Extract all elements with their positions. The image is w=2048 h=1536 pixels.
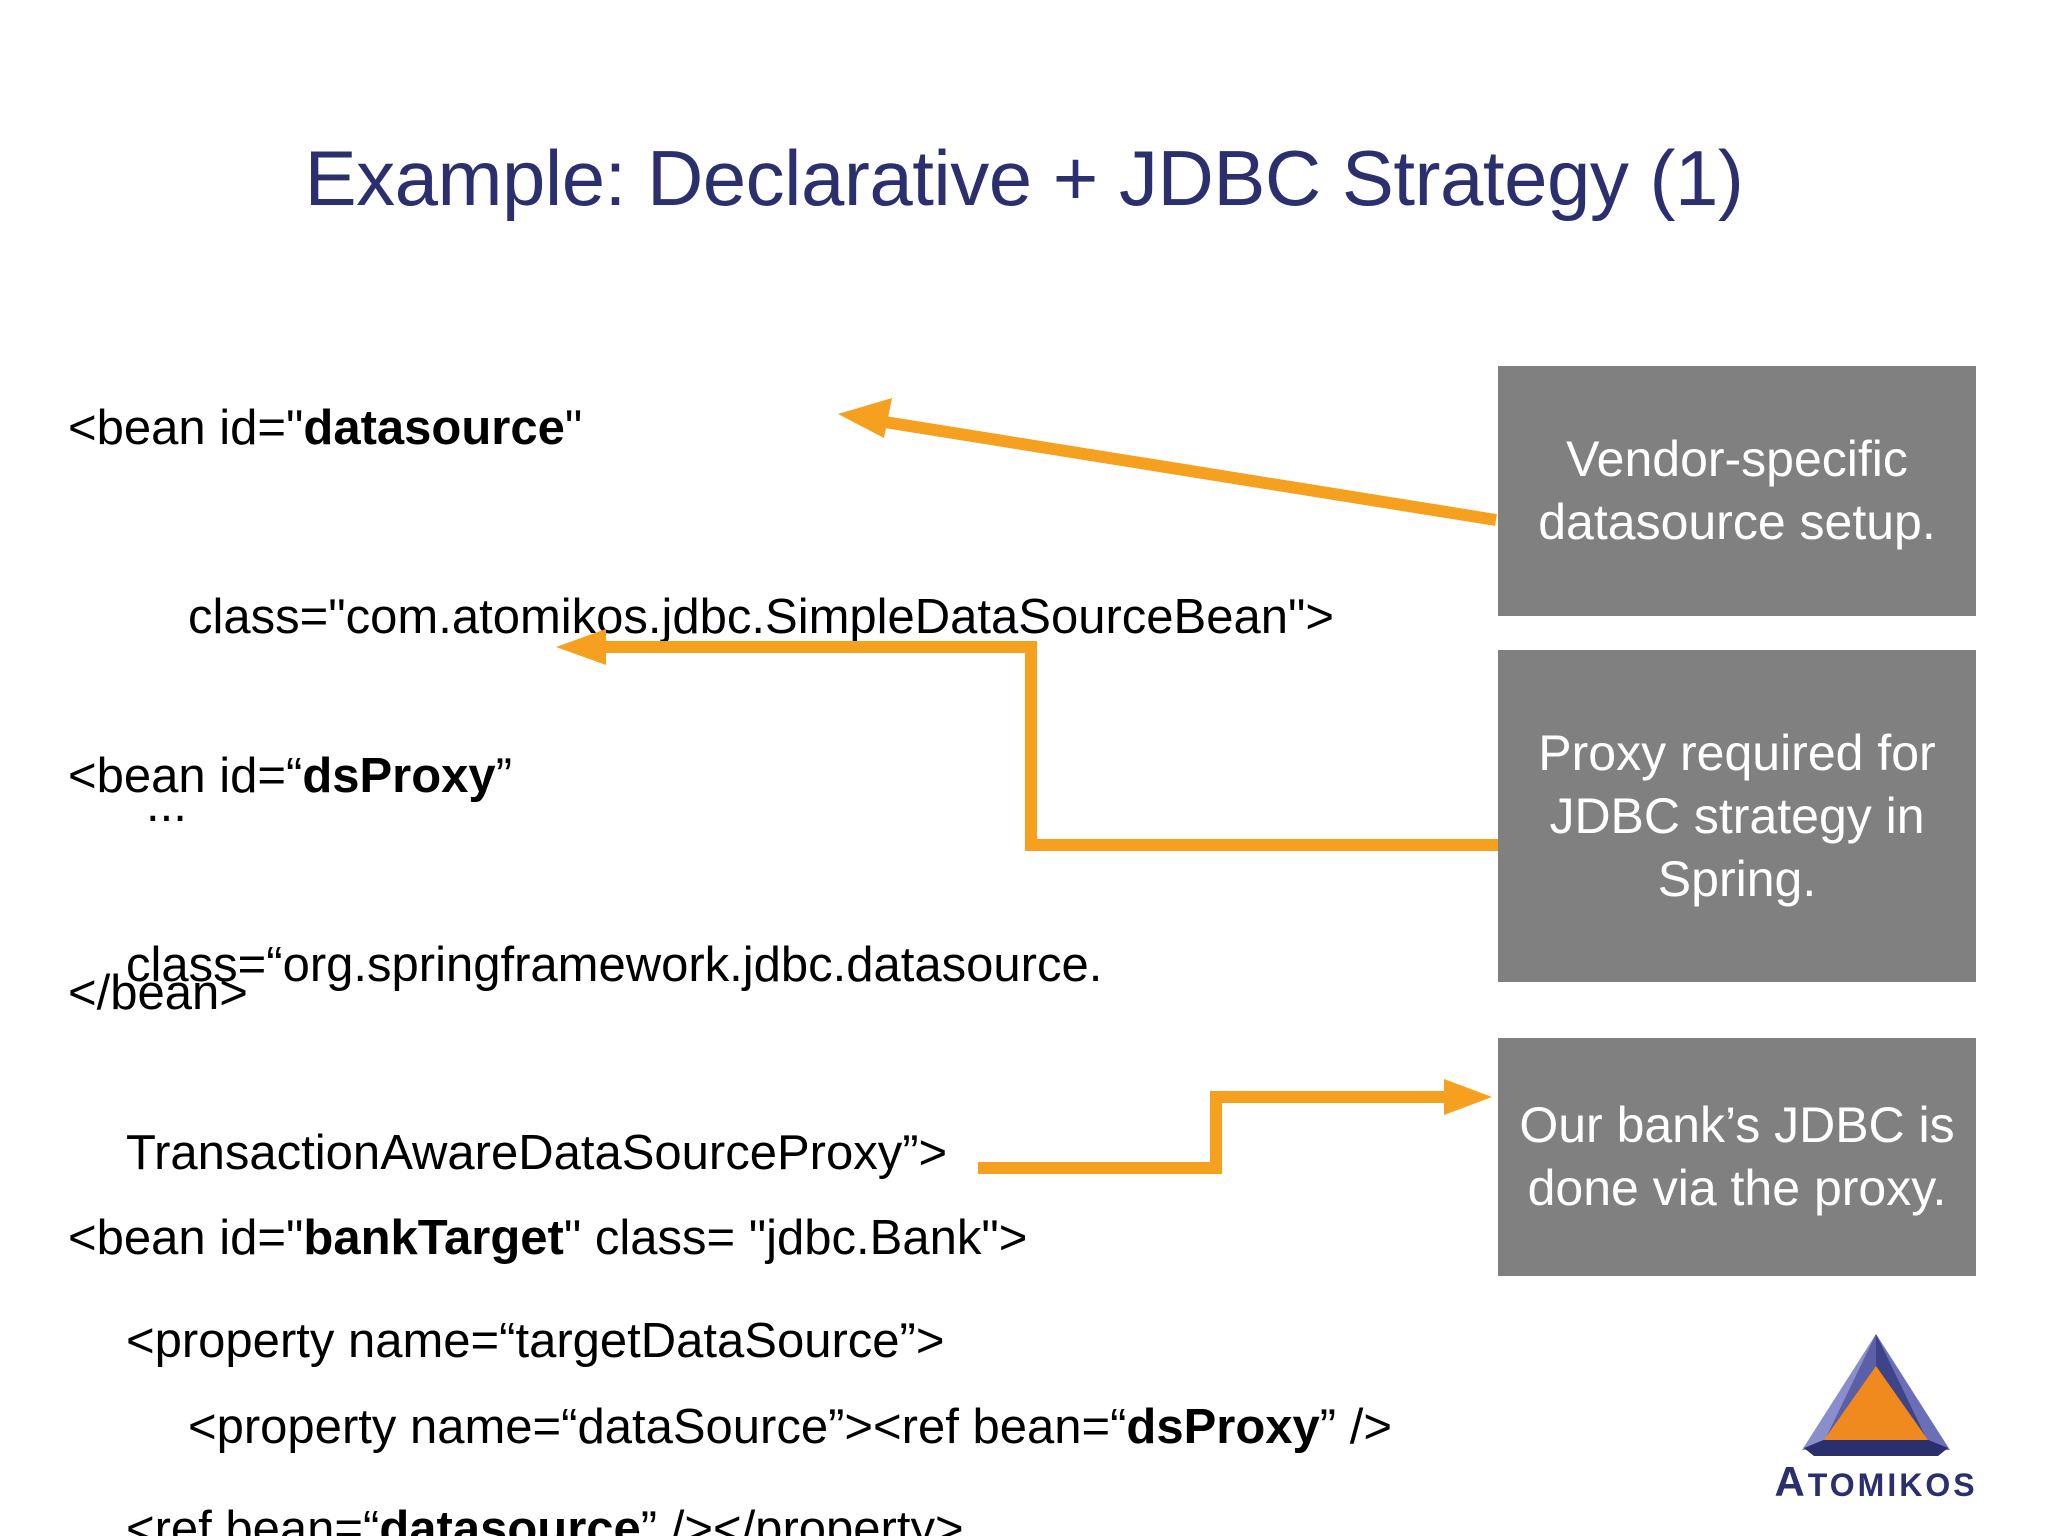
code-text: ” — [495, 749, 513, 804]
code-bold-dsproxy-ref: dsProxy — [1126, 1399, 1320, 1454]
code-line-class-springframework: class=“org.springframework.jdbc.datasour… — [126, 937, 1103, 992]
code-line-class-attr: class="com.atomikos.jdbc.SimpleDataSourc… — [188, 589, 1334, 644]
code-text: <bean id=" — [68, 401, 304, 456]
callout-proxy-required-jdbc: Proxy required for JDBC strategy in Spri… — [1498, 650, 1976, 982]
atomikos-wordmark: ATOMIKOS — [1742, 1458, 2010, 1506]
code-line-bean-close: </bean> — [68, 965, 248, 1020]
code-text: <bean id=“ — [68, 749, 303, 804]
code-bold-dsproxy: dsProxy — [302, 749, 496, 804]
code-bold-datasource-ref: datasource — [379, 1502, 641, 1536]
code-bold-banktarget: bankTarget — [303, 1211, 564, 1266]
code-block-dsproxy: <bean id=“dsProxy” class=“org.springfram… — [68, 620, 1102, 1536]
code-line-ref-bean-datasource: <ref bean=“datasource” /></property> — [68, 1498, 1102, 1536]
code-line-property-datasource: <property name=“dataSource”><ref bean=“d… — [68, 1396, 1392, 1459]
logo-rest: TOMIKOS — [1807, 1467, 1978, 1503]
atomikos-triangle-icon — [1802, 1334, 1950, 1456]
code-bold-datasource: datasource — [303, 401, 565, 456]
atomikos-logo: ATOMIKOS — [1742, 1330, 2010, 1520]
logo-initial: A — [1774, 1458, 1808, 1505]
code-text: ” /> — [1319, 1399, 1392, 1454]
callout-vendor-specific-datasource: Vendor-specific datasource setup. — [1498, 366, 1976, 616]
callout-text: Vendor-specific datasource setup. — [1538, 431, 1936, 550]
code-block-banktarget: <bean id="bankTarget" class= "jdbc.Bank"… — [68, 1082, 1392, 1536]
code-line-bean-datasource-open: <bean id="datasource" — [68, 397, 1334, 460]
code-line-bean-dsproxy-open: <bean id=“dsProxy” — [68, 745, 1102, 808]
page-title: Example: Declarative + JDBC Strategy (1) — [304, 134, 1744, 222]
code-text: <property name=“dataSource”><ref bean=“ — [188, 1399, 1127, 1454]
code-line-transaction-aware-proxy: TransactionAwareDataSourceProxy”> — [126, 1125, 948, 1180]
code-line-ellipsis: ... — [146, 777, 187, 832]
callout-text: Our bank’s JDBC is done via the proxy. — [1519, 1097, 1955, 1216]
code-line-bean-banktarget-open: <bean id="bankTarget" class= "jdbc.Bank"… — [68, 1207, 1392, 1270]
code-text: <bean id=" — [68, 1211, 304, 1266]
code-line-property-targetdatasource: <property name=“targetDataSource”> — [126, 1313, 945, 1368]
code-text: " class= "jdbc.Bank"> — [563, 1211, 1028, 1266]
code-text: ” /></property> — [640, 1502, 964, 1536]
callout-text: Proxy required for JDBC strategy in Spri… — [1538, 724, 1936, 907]
code-block-datasource: <bean id="datasource" class="com.atomiko… — [68, 272, 1334, 1150]
callout-bank-jdbc-via-proxy: Our bank’s JDBC is done via the proxy. — [1498, 1038, 1976, 1276]
code-text: <ref bean=“ — [126, 1502, 380, 1536]
code-text: " — [564, 401, 583, 456]
